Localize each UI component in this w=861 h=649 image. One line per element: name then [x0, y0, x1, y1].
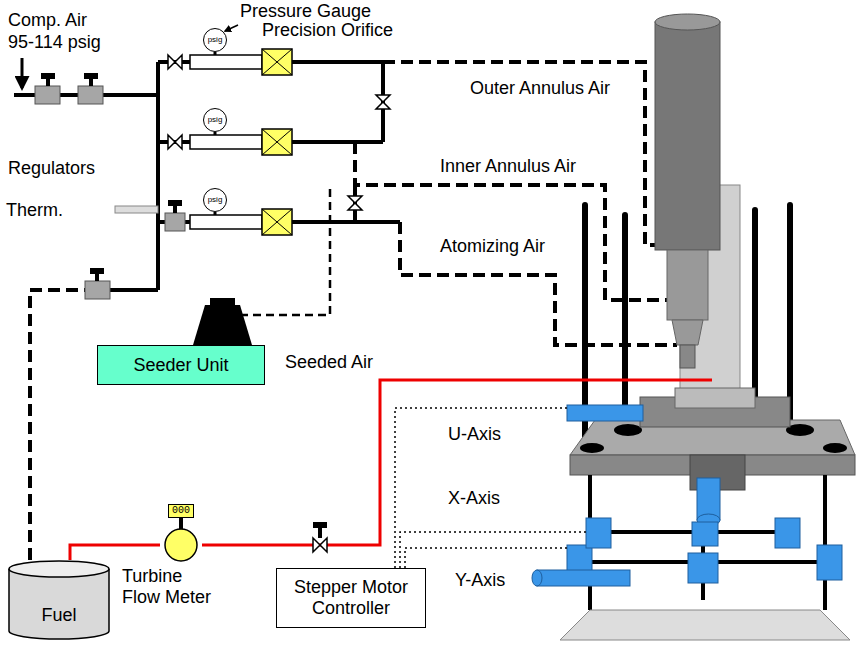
plate-hole [823, 443, 847, 453]
part-label: Turbine Flow Meter [122, 566, 218, 607]
part-label: Outer Annulus Air [470, 78, 610, 99]
valve-stem [318, 528, 322, 538]
plate-hole [580, 443, 604, 453]
valve-symbol [348, 196, 362, 210]
air-pipe [110, 288, 158, 292]
part-label: Precision Orifice [262, 20, 393, 41]
fuel-line [70, 545, 160, 560]
valve-symbol [168, 55, 182, 69]
orifice-cross [262, 129, 292, 155]
atomizing-line [400, 222, 677, 345]
outer-annulus-line [383, 62, 655, 245]
fuel-tank: Fuel [8, 560, 110, 640]
valve-symbol [168, 135, 182, 149]
air-pipe [292, 62, 400, 222]
regulator-body [78, 86, 103, 104]
regulator-handle [168, 200, 182, 206]
plate-hole [614, 424, 642, 436]
tank-body [9, 569, 109, 639]
node-text: psig [208, 115, 223, 124]
y-axis-motor [537, 570, 630, 586]
part-label: Inner Annulus Air [440, 156, 576, 177]
orifice-cross [262, 209, 292, 235]
node-text: Stepper Motor Controller [277, 577, 425, 618]
nozzle-tip [680, 345, 695, 368]
seeded-air-line [240, 185, 330, 315]
part-label: Seeded Air [285, 352, 373, 373]
y-frame [580, 475, 835, 610]
precision-orifice [262, 49, 292, 75]
air-manifold [156, 62, 160, 290]
regulator-stem [173, 206, 177, 213]
regulator-body [85, 281, 110, 299]
node-text: Fuel [41, 605, 76, 626]
meter-pipe [190, 55, 262, 69]
part-label: U-Axis [448, 424, 501, 445]
node-text: 000 [168, 504, 194, 518]
control-wire [395, 408, 586, 568]
meter-stem [179, 518, 183, 530]
controller-box: Stepper Motor Controller [276, 568, 426, 628]
seeder-box: Seeder Unit [97, 345, 265, 385]
part-label: X-Axis [448, 488, 500, 509]
part-label: Therm. [6, 200, 63, 221]
part-label: 95-114 psig [8, 32, 101, 53]
precision-orifice [262, 129, 292, 155]
meter-pipe [190, 135, 262, 149]
node-text: Seeder Unit [133, 355, 228, 376]
fuel-valve [313, 538, 327, 552]
part-label: Regulators [8, 158, 95, 179]
valve-symbol [376, 95, 390, 109]
tank-outline [8, 560, 110, 640]
node-text: psig [208, 35, 223, 44]
turbine-meter-body [165, 529, 197, 561]
flow-meter: 000 [160, 500, 202, 565]
pressure-gauge: psig [203, 28, 227, 52]
x-bearing [775, 518, 800, 548]
regulator-stem [89, 79, 93, 86]
regulator-handle [41, 73, 55, 79]
air-pipe [158, 62, 190, 222]
regulator-body [35, 86, 60, 104]
part-label: Y-Axis [455, 570, 505, 591]
tank-top [9, 561, 109, 577]
x-bearing [586, 518, 611, 548]
pressure-gauge: psig [203, 108, 227, 132]
y-nut [688, 553, 718, 583]
y-bearing [817, 545, 842, 580]
leader-line [225, 25, 238, 31]
x-nut [692, 522, 718, 546]
injector-taper [672, 320, 703, 345]
injector-body [655, 22, 720, 250]
seeder-funnel [193, 305, 252, 345]
regulator-handle [84, 73, 98, 79]
regulator-handle [90, 268, 104, 274]
tank-pressure-line [30, 290, 85, 560]
seeder-cap [210, 298, 235, 306]
base-plate [560, 610, 850, 640]
thermometer [115, 206, 158, 213]
node-text: psig [208, 195, 223, 204]
inlet-arrow [21, 58, 24, 88]
part-label: Atomizing Air [440, 236, 545, 257]
y-axis-motor-end [532, 570, 542, 586]
valve-handle [313, 522, 327, 528]
regulator-stem [95, 274, 99, 281]
precision-orifice [262, 209, 292, 235]
injector-lower [667, 250, 708, 320]
regulator-body [165, 213, 185, 231]
orifice-cross [262, 49, 292, 75]
part-label: Comp. Air [8, 10, 87, 31]
u-slide [675, 388, 755, 408]
part-label: Pressure Gauge [240, 1, 371, 22]
u-axis-motor [567, 405, 643, 421]
meter-pipe [190, 215, 262, 229]
regulator-stem [46, 79, 50, 86]
injector-top [655, 14, 720, 30]
pressure-gauge: psig [203, 188, 227, 212]
